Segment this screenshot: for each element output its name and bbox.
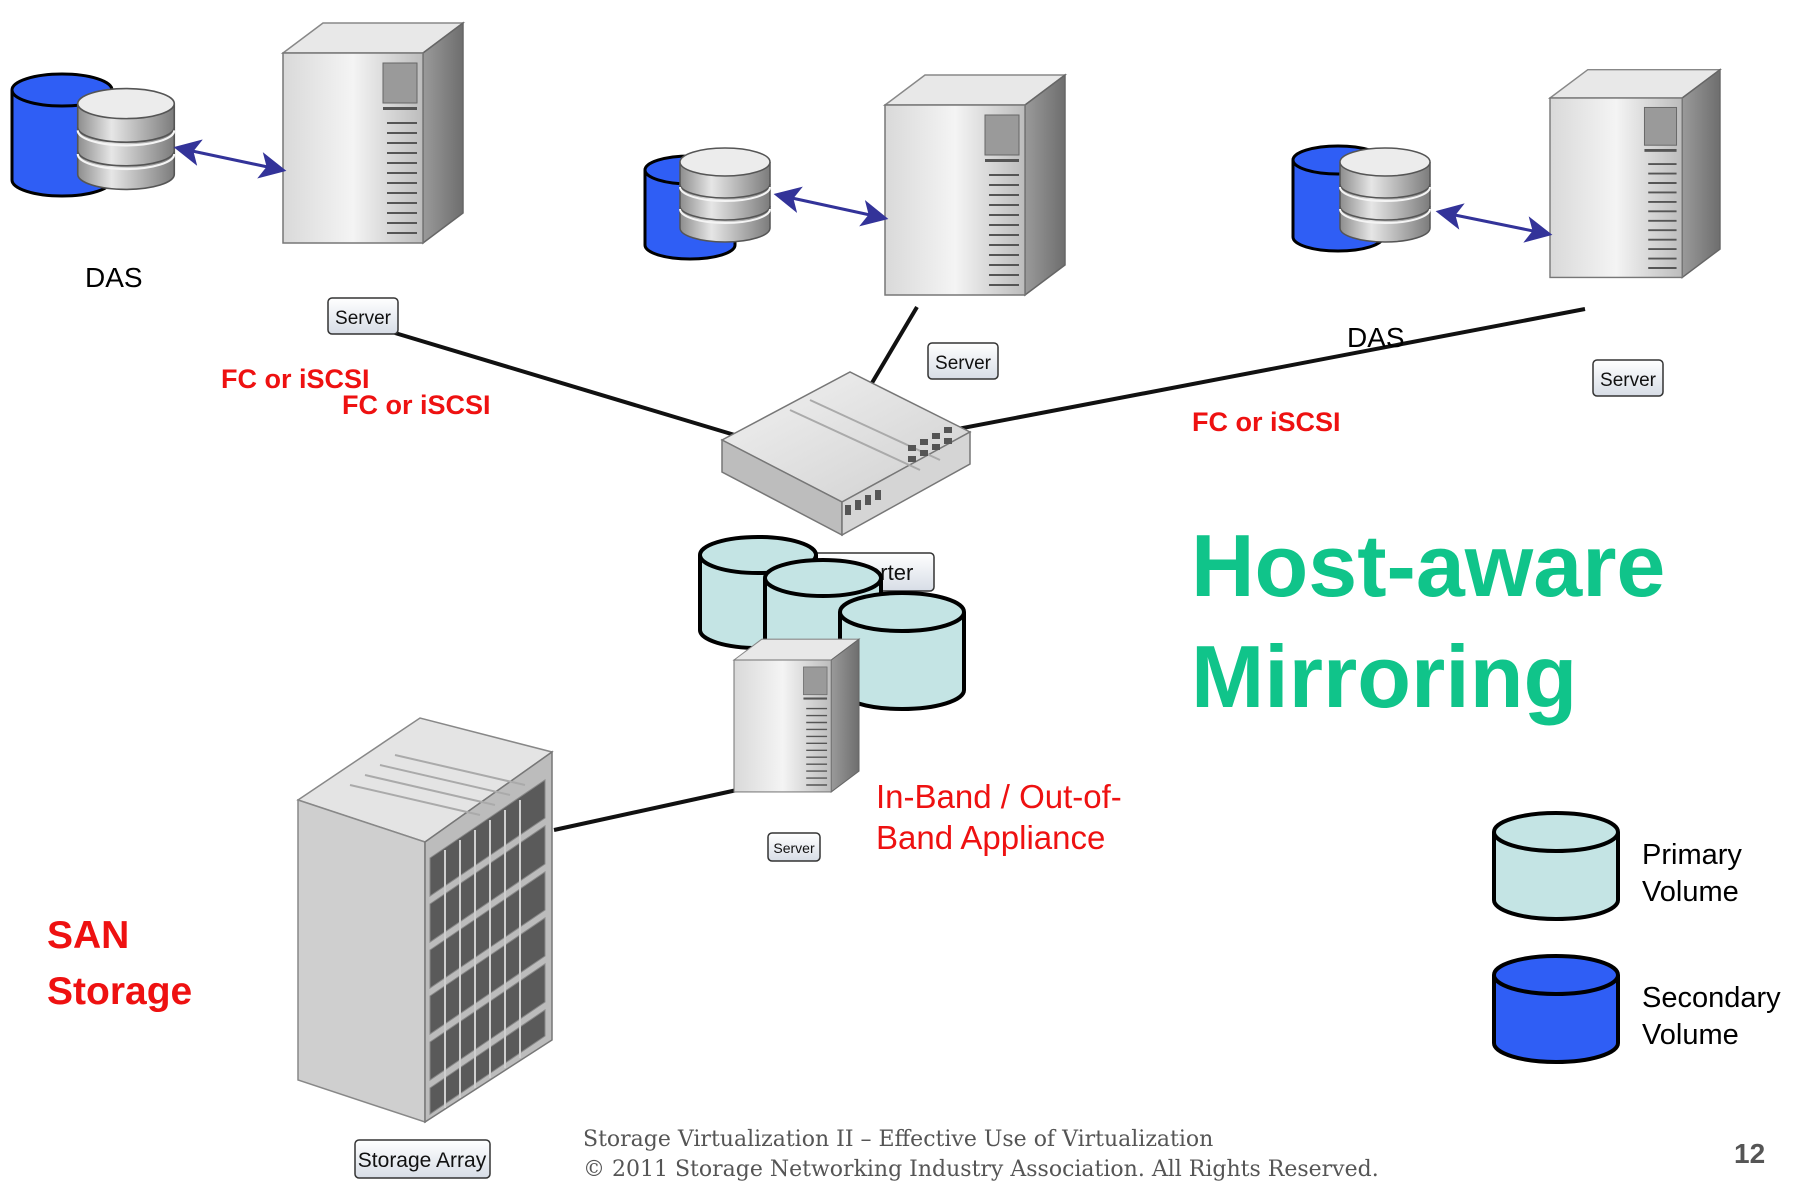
protocol-label-3: FC or iSCSI: [1192, 407, 1341, 437]
network-links: [394, 305, 1586, 832]
link-array-appliance: [553, 788, 738, 832]
arrow-das-right: [1435, 203, 1553, 243]
appliance-server: [733, 638, 860, 793]
storage-array-tag: Storage Array: [354, 1139, 491, 1179]
protocol-label-1: FC or iSCSI: [221, 364, 370, 394]
legend-primary-line2: Volume: [1642, 876, 1739, 908]
storage-array-tag-label: Storage Array: [358, 1149, 487, 1172]
legend-secondary-cylinder: [1492, 954, 1620, 1064]
server-center: [884, 74, 1066, 296]
server-tag-appliance-label: Server: [773, 840, 815, 856]
legend-secondary-line1: Secondary: [1642, 982, 1781, 1014]
footer-line1: Storage Virtualization II – Effective Us…: [583, 1127, 1214, 1152]
appliance-label-line1: In-Band / Out-of-: [876, 778, 1122, 815]
page-title-line2: Mirroring: [1191, 627, 1578, 726]
storage-array: [296, 717, 554, 1124]
link-left-server-switch: [394, 331, 759, 444]
link-right-server-switch: [899, 307, 1586, 442]
arrow-das-left: [173, 139, 287, 179]
das-left-disk: [76, 87, 176, 191]
server-tag-center-label: Server: [935, 353, 992, 374]
das-right-disk: [1339, 147, 1431, 243]
page-title-line1: Host-aware: [1191, 516, 1666, 615]
fc-switch: [720, 371, 972, 537]
page-number: 12: [1734, 1138, 1766, 1169]
arrow-das-center: [773, 186, 889, 227]
server-tag-appliance: Server: [767, 832, 821, 862]
legend-primary-cylinder: [1492, 811, 1620, 921]
legend-secondary-line2: Volume: [1642, 1019, 1739, 1051]
footer-line2: © 2011 Storage Networking Industry Assoc…: [583, 1157, 1379, 1182]
server-tag-left-label: Server: [335, 308, 392, 329]
server-left: [282, 22, 464, 244]
das-label-right: DAS: [1347, 322, 1405, 353]
server-tag-right: Server: [1592, 359, 1664, 397]
appliance-label-line2: Band Appliance: [876, 819, 1106, 856]
das-label-left: DAS: [85, 262, 143, 293]
server-tag-left: Server: [327, 297, 399, 335]
server-right: [1549, 68, 1721, 279]
das-center-disk: [679, 147, 771, 243]
server-tag-center: Server: [927, 342, 999, 380]
san-storage-line1: SAN: [47, 914, 130, 957]
legend-primary-line1: Primary: [1642, 839, 1742, 871]
san-storage-line2: Storage: [47, 970, 193, 1013]
server-tag-right-label: Server: [1600, 370, 1657, 391]
protocol-label-2: FC or iSCSI: [342, 390, 491, 420]
